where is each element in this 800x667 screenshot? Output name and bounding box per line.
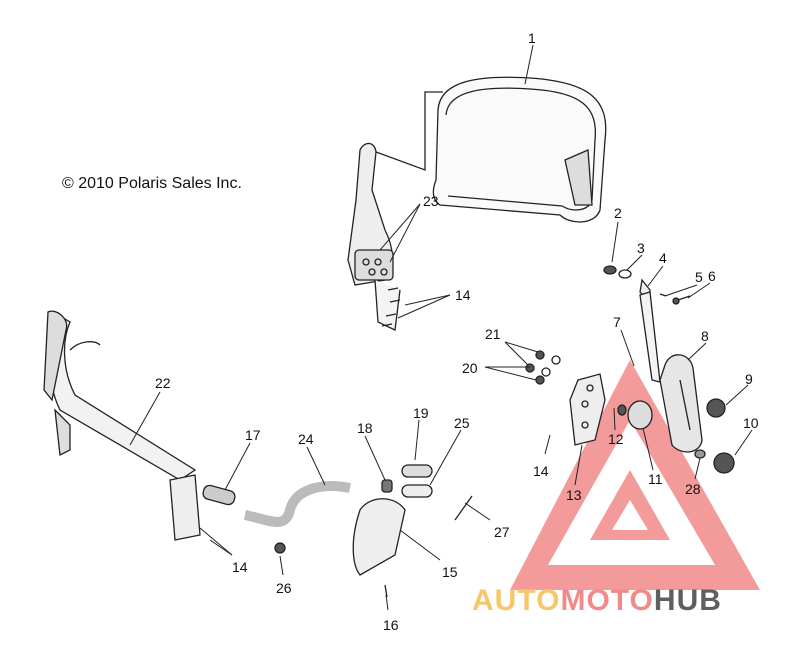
callout-15: 15 [442, 564, 458, 580]
sleeve-part [401, 484, 433, 498]
watermark-hub: HUB [653, 584, 722, 617]
callout-3: 3 [637, 240, 645, 256]
callout-6: 6 [708, 268, 716, 284]
callout-14-right: 14 [533, 463, 549, 479]
tube-part [243, 481, 351, 527]
watermark-logo-icon [510, 360, 760, 590]
fitting-part [274, 542, 286, 554]
callout-7: 7 [613, 314, 621, 330]
leader-lines [129, 44, 753, 611]
callout-4: 4 [659, 250, 667, 266]
callout-28: 28 [685, 481, 701, 497]
copyright-notice: © 2010 Polaris Sales Inc. [62, 175, 242, 192]
grip-part [202, 484, 236, 506]
plug-part [381, 479, 393, 493]
leader-bracket [375, 91, 443, 171]
callout-9: 9 [745, 371, 753, 387]
backrest-pad-part [432, 76, 607, 223]
knob-part [694, 398, 735, 474]
callout-1: 1 [528, 30, 536, 46]
nuts-part [525, 350, 561, 385]
support-arm-part [639, 291, 703, 453]
callout-11: 11 [648, 471, 663, 487]
main-frame-bar-part [43, 310, 201, 541]
mounting-plate-part [569, 373, 653, 446]
spring-part [401, 464, 433, 478]
callout-19: 19 [413, 405, 429, 421]
callout-26: 26 [276, 580, 292, 596]
callout-17: 17 [245, 427, 261, 443]
callout-16: 16 [383, 617, 399, 633]
callout-labels: 1 2 3 4 5 6 7 8 9 10 11 12 13 14 14 14 1… [155, 30, 759, 633]
callout-14-top: 14 [455, 287, 471, 303]
pin-part [454, 495, 473, 521]
callout-25: 25 [454, 415, 470, 431]
callout-14-left: 14 [232, 559, 248, 575]
callout-18: 18 [357, 420, 373, 436]
callout-5: 5 [695, 269, 703, 285]
callout-10: 10 [743, 415, 759, 431]
screws-part [381, 287, 401, 327]
backrest-bracket-part [347, 142, 401, 331]
callout-22: 22 [155, 375, 171, 391]
callout-2: 2 [614, 205, 622, 221]
callout-27: 27 [494, 524, 510, 540]
callout-24: 24 [298, 431, 314, 447]
callout-23: 23 [423, 193, 439, 209]
parts-artwork [43, 76, 735, 598]
watermark-auto: AUTO [472, 584, 561, 617]
callout-13: 13 [566, 487, 582, 503]
screw-part [384, 584, 388, 598]
watermark-text: AUTOMOTOHUB [472, 584, 722, 618]
callout-21: 21 [485, 326, 501, 342]
callout-20: 20 [462, 360, 478, 376]
watermark-moto: MOTO [560, 584, 654, 617]
callout-12: 12 [608, 431, 624, 447]
foot-pad-part [352, 498, 406, 576]
callout-8: 8 [701, 328, 709, 344]
